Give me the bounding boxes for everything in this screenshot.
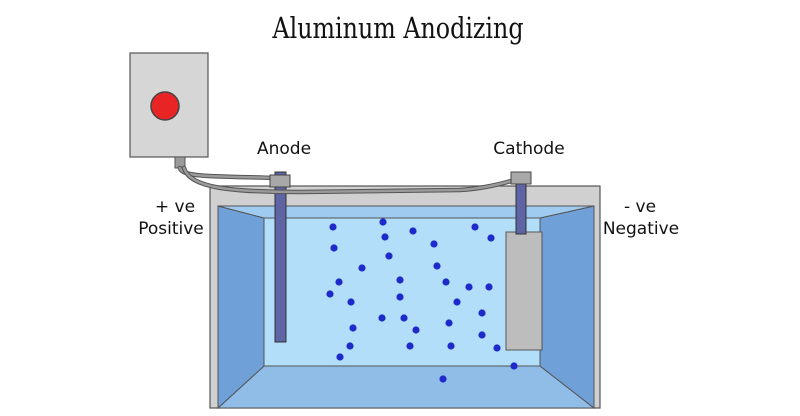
ion-particle bbox=[478, 331, 486, 339]
electrolyte-surface bbox=[217, 205, 595, 219]
ion-particle bbox=[471, 223, 479, 231]
positive-word-label: Positive bbox=[138, 219, 204, 239]
ion-particle bbox=[447, 342, 455, 350]
ion-particle bbox=[487, 234, 495, 242]
cathode-label: Cathode bbox=[493, 139, 564, 159]
ion-particle bbox=[346, 342, 354, 350]
anode-rod bbox=[274, 171, 287, 343]
ion-particle bbox=[349, 324, 357, 332]
ion-particle bbox=[406, 342, 414, 350]
ion-particle bbox=[385, 252, 393, 260]
ion-particle bbox=[326, 290, 334, 298]
ion-particle bbox=[465, 283, 473, 291]
ion-particle bbox=[430, 240, 438, 248]
ion-particle bbox=[478, 309, 486, 317]
ion-particle bbox=[453, 298, 461, 306]
ion-particle bbox=[378, 314, 386, 322]
ion-particle bbox=[358, 264, 366, 272]
power-supply bbox=[129, 52, 209, 169]
ion-particle bbox=[412, 326, 420, 334]
ion-particle bbox=[396, 276, 404, 284]
ion-particle bbox=[329, 223, 337, 231]
ion-particle bbox=[396, 293, 404, 301]
ion-particle bbox=[493, 344, 501, 352]
anode-label: Anode bbox=[257, 139, 311, 159]
ion-particle bbox=[510, 362, 518, 370]
ion-particle bbox=[485, 283, 493, 291]
anode-clamp bbox=[269, 174, 291, 188]
ion-particle bbox=[336, 353, 344, 361]
negative-sign-label: - ve bbox=[624, 197, 656, 217]
ion-particle bbox=[442, 278, 450, 286]
negative-word-label: Negative bbox=[603, 219, 679, 239]
ion-particle bbox=[335, 278, 343, 286]
power-cables bbox=[177, 165, 519, 195]
tank-floor bbox=[216, 365, 596, 409]
cathode-clamp bbox=[510, 171, 532, 185]
red-light-icon bbox=[150, 91, 180, 121]
ion-particle bbox=[409, 227, 417, 235]
diagram-title: Aluminum Anodizing bbox=[272, 12, 524, 46]
ion-particle bbox=[379, 218, 387, 226]
positive-sign-label: + ve bbox=[155, 197, 195, 217]
ion-particle bbox=[330, 244, 338, 252]
ion-particle bbox=[433, 262, 441, 270]
ion-particle bbox=[400, 314, 408, 322]
ion-particle bbox=[445, 319, 453, 327]
ion-particle bbox=[381, 233, 389, 241]
cathode-plate bbox=[505, 231, 543, 351]
tank-back-wall bbox=[263, 217, 541, 367]
ion-particle bbox=[439, 375, 447, 383]
ion-particle bbox=[347, 298, 355, 306]
ion-particles bbox=[326, 218, 518, 383]
